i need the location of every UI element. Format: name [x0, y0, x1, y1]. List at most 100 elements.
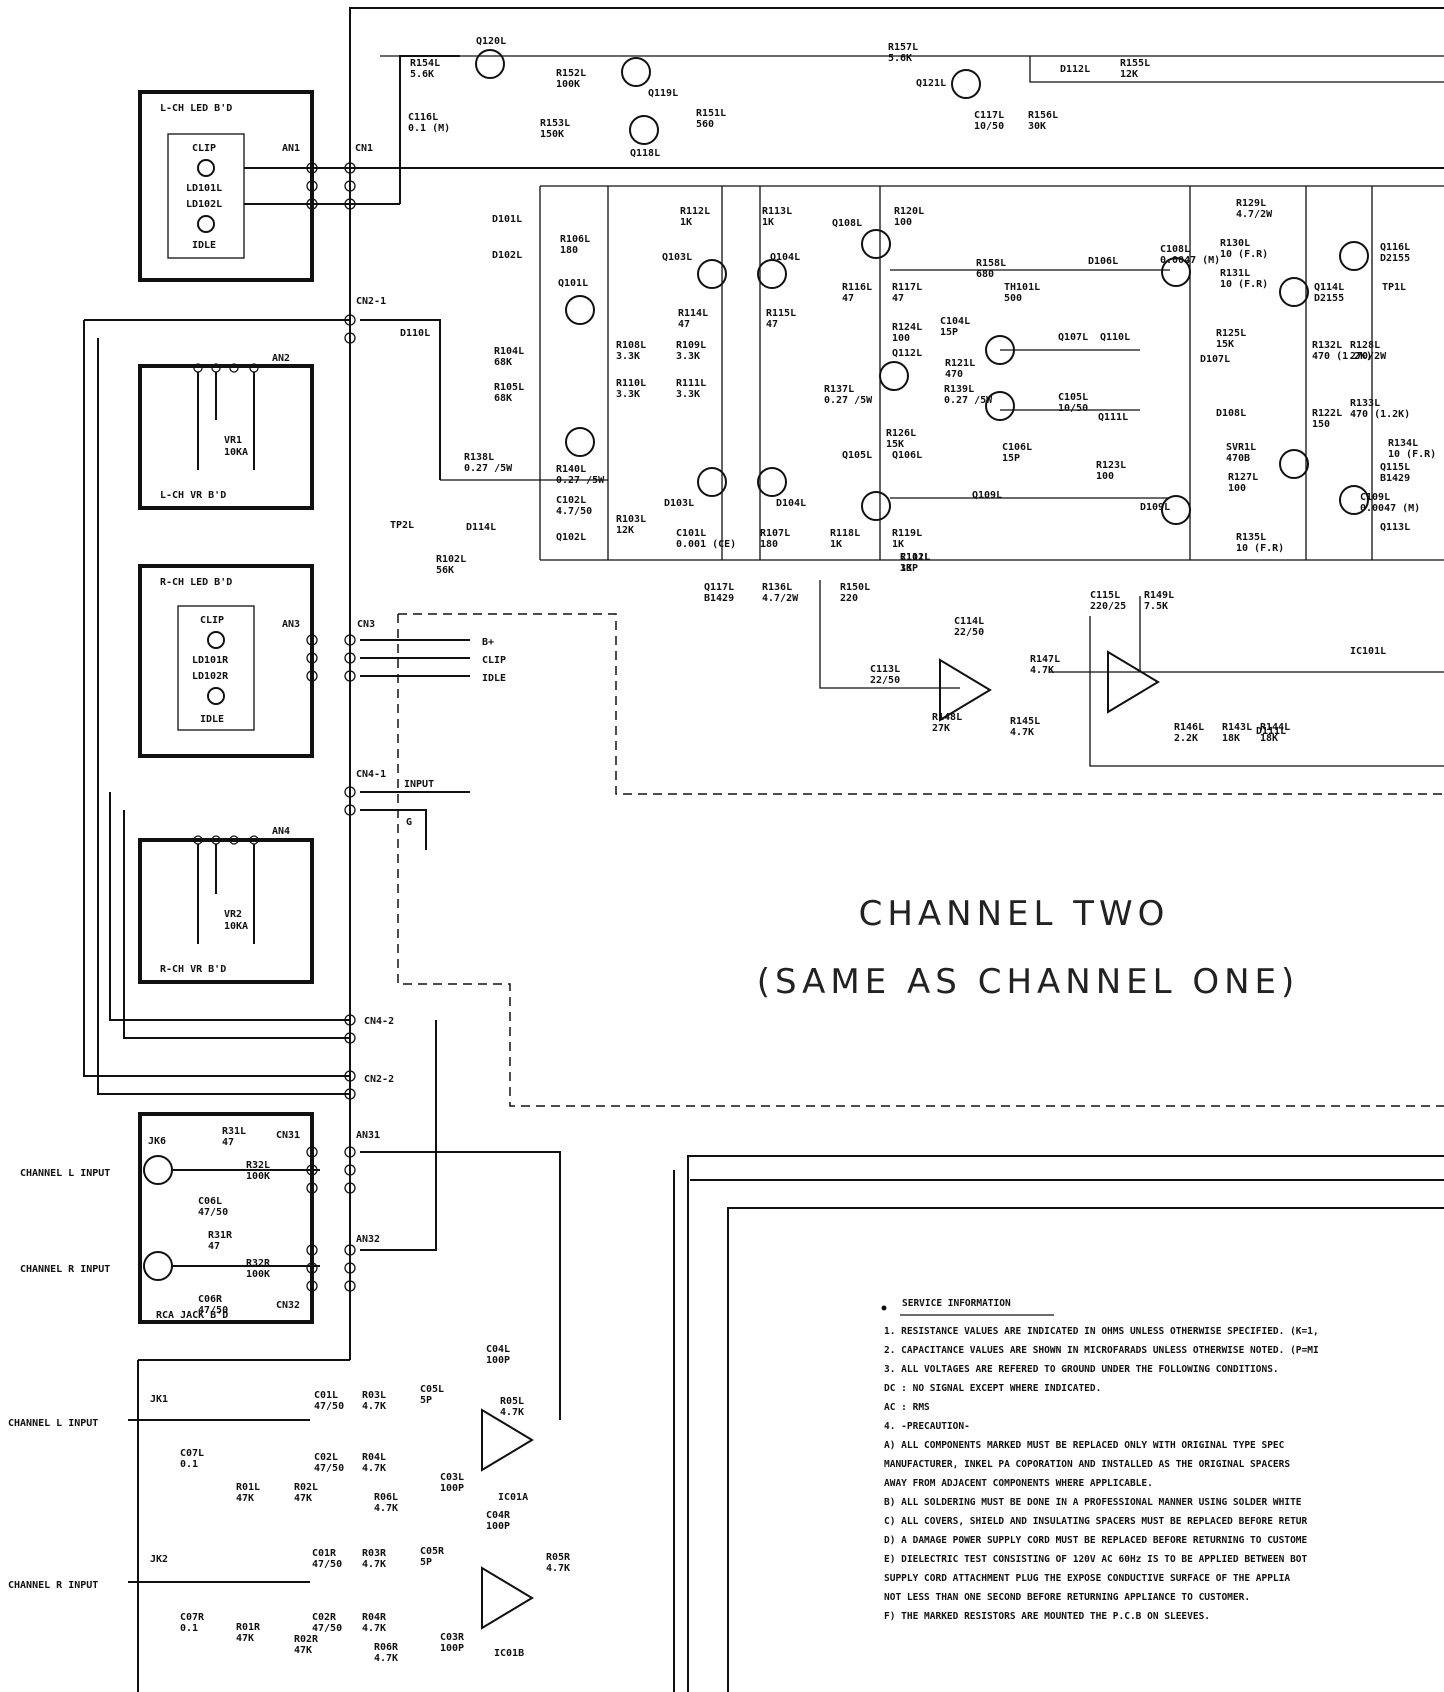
rch-vr-board: R-CH VR B'D VR2 10KA	[138, 838, 314, 984]
signal-label: IDLE	[482, 673, 506, 684]
service-line: E) DIELECTRIC TEST CONSISTING OF 120V AC…	[884, 1554, 1308, 1565]
connector-label: CN3	[357, 619, 375, 630]
service-line: F) THE MARKED RESISTORS ARE MOUNTED THE …	[884, 1611, 1210, 1622]
signal-label: INPUT	[404, 779, 434, 790]
service-line: D) A DAMAGE POWER SUPPLY CORD MUST BE RE…	[884, 1535, 1308, 1546]
led-label-idle: IDLE	[200, 714, 224, 725]
component-label: D114L	[466, 522, 496, 533]
connector-label: JK6	[148, 1136, 166, 1147]
connector-label: CN4-1	[356, 769, 386, 780]
component-label: IC01A	[498, 1492, 528, 1503]
connector-label: CN4-2	[364, 1016, 394, 1027]
vr-ref: VR2	[224, 909, 242, 920]
rca-jack-icon	[143, 1155, 173, 1185]
input-label-r: CHANNEL R INPUT	[20, 1264, 110, 1275]
transistors	[475, 49, 1369, 525]
connector-label: JK2	[150, 1554, 168, 1565]
component-label: D102L	[492, 250, 522, 261]
connector-label: CN32	[276, 1300, 300, 1311]
input-label-l: CHANNEL L INPUT	[8, 1418, 98, 1429]
service-line: A) ALL COMPONENTS MARKED MUST BE REPLACE…	[884, 1440, 1285, 1451]
led-ref: LD102R	[192, 671, 229, 682]
service-line: 1. RESISTANCE VALUES ARE INDICATED IN OH…	[884, 1326, 1319, 1337]
service-information: SERVICE INFORMATION 1. RESISTANCE VALUES…	[881, 1298, 1319, 1622]
component-label: Q120L	[476, 36, 506, 47]
component-label: D107L	[1200, 354, 1230, 365]
led-label-clip: CLIP	[200, 615, 224, 626]
connector-label: AN4	[272, 826, 290, 837]
component-label: Q118L	[630, 148, 660, 159]
component-label: Q111L	[1098, 412, 1128, 423]
component-label: Q113L	[1380, 522, 1410, 533]
connector-label: JK1	[150, 1394, 168, 1405]
connector-label: CN1	[355, 143, 373, 154]
component-label: Q104L	[770, 252, 800, 263]
input-label-r: CHANNEL R INPUT	[8, 1580, 98, 1591]
component-label: Q112L	[892, 348, 922, 359]
vr-value: 10KA	[224, 447, 248, 458]
component-label: Q102L	[556, 532, 586, 543]
component-label: D109L	[1140, 502, 1170, 513]
led-icon	[197, 159, 215, 177]
service-line: DC : NO SIGNAL EXCEPT WHERE INDICATED.	[884, 1383, 1101, 1394]
component-label: Q107L	[1058, 332, 1088, 343]
component-label: Q109L	[972, 490, 1002, 501]
component-label: Q119L	[648, 88, 678, 99]
component-label: IC101L	[1350, 646, 1386, 657]
led-icon	[207, 687, 225, 705]
led-icon	[197, 215, 215, 233]
rca-jack-icon	[143, 1251, 173, 1281]
led-label-clip: CLIP	[192, 143, 216, 154]
service-title: SERVICE INFORMATION	[902, 1298, 1011, 1309]
